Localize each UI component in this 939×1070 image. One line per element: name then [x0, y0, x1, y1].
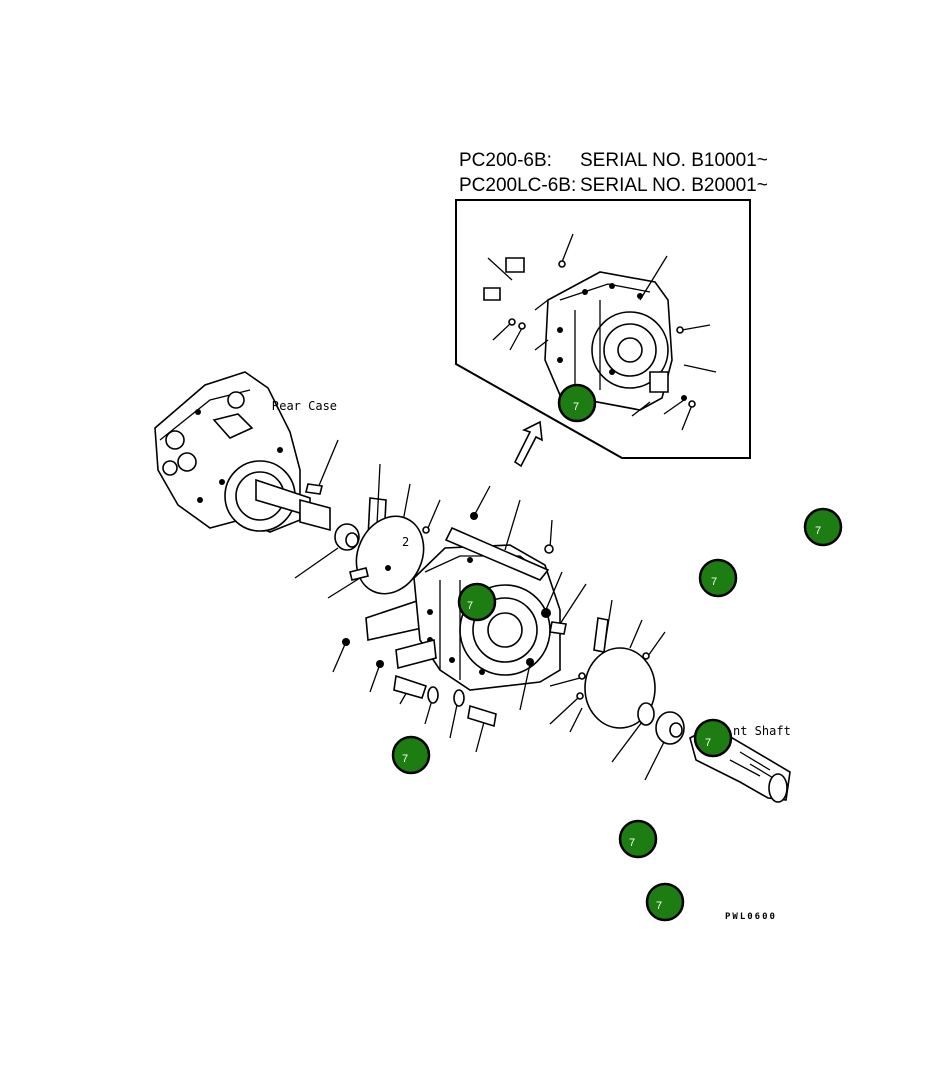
svg-text:7: 7	[711, 576, 717, 588]
svg-text:7: 7	[705, 737, 711, 749]
callout-marker[interactable]: 7	[698, 558, 738, 598]
plate-2	[355, 515, 425, 595]
rear-case	[154, 371, 331, 533]
inset-leaders	[487, 233, 717, 431]
callout-marker[interactable]: 7	[391, 735, 431, 775]
callout-marker[interactable]: 7	[693, 718, 733, 758]
direction-arrow	[513, 420, 543, 468]
header-model-1: PC200-6B:	[459, 150, 552, 171]
svg-text:7: 7	[402, 753, 408, 765]
callout-marker[interactable]: 7	[803, 507, 843, 547]
rear-case-label: Rear Case	[272, 399, 337, 413]
drawing-code: PWL0600	[725, 912, 777, 922]
svg-text:7: 7	[629, 837, 635, 849]
main-pump-parts	[332, 485, 587, 753]
callout-marker[interactable]: 7	[645, 882, 685, 922]
inset-frame	[455, 199, 751, 459]
svg-text:7: 7	[573, 401, 579, 413]
callout-marker[interactable]: 7	[457, 582, 497, 622]
o-ring-assembly	[549, 599, 685, 781]
svg-text:7: 7	[815, 525, 821, 537]
header-serial-1: SERIAL NO. B10001~	[580, 150, 768, 171]
header-serial-2: SERIAL NO. B20001~	[580, 175, 768, 196]
svg-text:7: 7	[656, 900, 662, 912]
inset-pump	[483, 257, 673, 411]
svg-text:7: 7	[467, 600, 473, 612]
header-model-2: PC200LC-6B:	[459, 175, 576, 196]
callout-marker[interactable]: 7	[557, 383, 597, 423]
main-shaft-label: nt Shaft	[733, 724, 791, 738]
callout-marker[interactable]: 7	[618, 819, 658, 859]
item-2-label: 2	[402, 535, 409, 549]
